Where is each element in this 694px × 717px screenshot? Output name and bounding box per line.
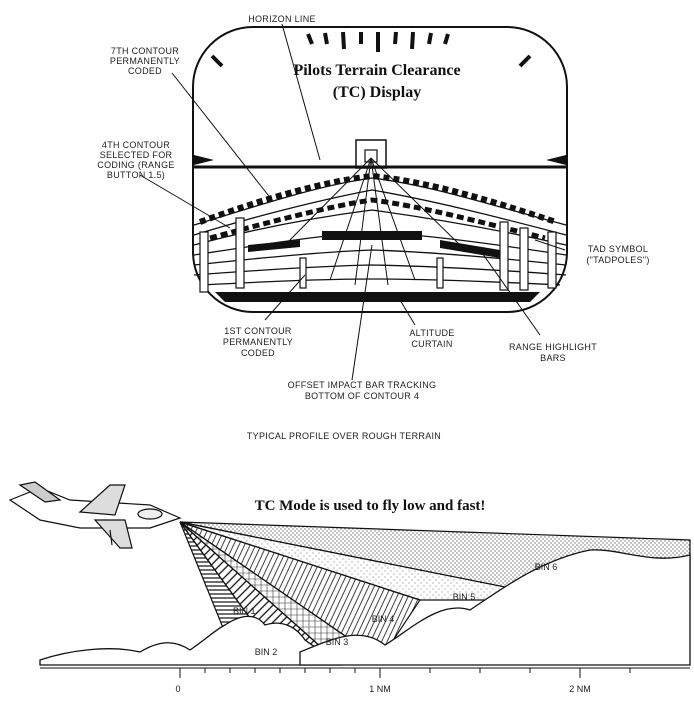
tc-display-screen	[192, 26, 568, 313]
display-caption: TYPICAL PROFILE OVER ROUGH TERRAIN	[247, 431, 441, 441]
bin-6-label: BIN 6	[535, 562, 558, 572]
bin-2-label: BIN 2	[255, 647, 278, 657]
svg-text:CODED: CODED	[128, 66, 162, 76]
horizon-line-label: HORIZON LINE	[248, 14, 316, 24]
svg-text:("TADPOLES"): ("TADPOLES")	[586, 255, 649, 265]
impact-fan-lines	[284, 157, 461, 286]
display-title-line2: (TC) Display	[333, 84, 421, 101]
svg-text:CODING (RANGE: CODING (RANGE	[97, 160, 174, 170]
svg-text:RANGE HIGHLIGHT: RANGE HIGHLIGHT	[509, 342, 597, 352]
display-title-line1: Pilots Terrain Clearance	[293, 62, 460, 79]
svg-text:OFFSET IMPACT BAR TRACKING: OFFSET IMPACT BAR TRACKING	[288, 380, 437, 390]
terrain-mountains	[39, 549, 691, 666]
tad-symbol-label: TAD SYMBOL ("TADPOLES")	[586, 244, 649, 265]
svg-text:BARS: BARS	[540, 353, 566, 363]
svg-text:PERMANENTLY: PERMANENTLY	[223, 337, 293, 347]
svg-text:CODED: CODED	[241, 348, 275, 358]
svg-text:1ST CONTOUR: 1ST CONTOUR	[224, 326, 292, 336]
fourth-contour-coded	[209, 197, 546, 241]
altitude-curtain-label: ALTITUDE CURTAIN	[409, 328, 454, 349]
left-pitch-marker	[194, 155, 214, 165]
fourth-contour-label: 4TH CONTOUR SELECTED FOR CODING (RANGE B…	[97, 140, 174, 180]
svg-text:BOTTOM OF CONTOUR 4: BOTTOM OF CONTOUR 4	[305, 391, 419, 401]
svg-text:CURTAIN: CURTAIN	[411, 339, 452, 349]
seventh-contour-label: 7TH CONTOUR PERMANENTLY CODED	[110, 46, 180, 76]
axis-tick-0: 0	[175, 684, 180, 694]
bin-5-label: BIN 5	[453, 592, 476, 602]
svg-text:TAD SYMBOL: TAD SYMBOL	[588, 244, 648, 254]
axis-tick-2nm: 2 NM	[569, 684, 591, 694]
bin-4-label: BIN 4	[372, 614, 395, 624]
svg-text:PERMANENTLY: PERMANENTLY	[110, 56, 180, 66]
svg-text:7TH CONTOUR: 7TH CONTOUR	[111, 46, 179, 56]
first-contour-label: 1ST CONTOUR PERMANENTLY CODED	[223, 326, 293, 358]
range-highlight-label: RANGE HIGHLIGHT BARS	[509, 342, 597, 363]
svg-text:4TH CONTOUR: 4TH CONTOUR	[102, 140, 170, 150]
svg-text:SELECTED FOR: SELECTED FOR	[100, 150, 173, 160]
boresight-box	[355, 139, 387, 169]
tad-symbols	[199, 217, 557, 293]
bin-1-label: BIN 1	[233, 606, 256, 616]
svg-text:BUTTON 1.5): BUTTON 1.5)	[107, 170, 165, 180]
right-pitch-marker	[546, 155, 566, 165]
altitude-curtain	[215, 292, 540, 302]
callout-leaders	[139, 23, 566, 381]
range-axis	[40, 667, 690, 678]
bin-3-label: BIN 3	[326, 637, 349, 647]
axis-tick-1nm: 1 NM	[369, 684, 391, 694]
offset-impact-label: OFFSET IMPACT BAR TRACKING BOTTOM OF CON…	[288, 380, 437, 401]
heading-tick-marks	[210, 31, 532, 68]
aircraft-icon	[8, 481, 182, 549]
profile-headline: TC Mode is used to fly low and fast!	[255, 498, 486, 514]
svg-text:ALTITUDE: ALTITUDE	[409, 328, 454, 338]
